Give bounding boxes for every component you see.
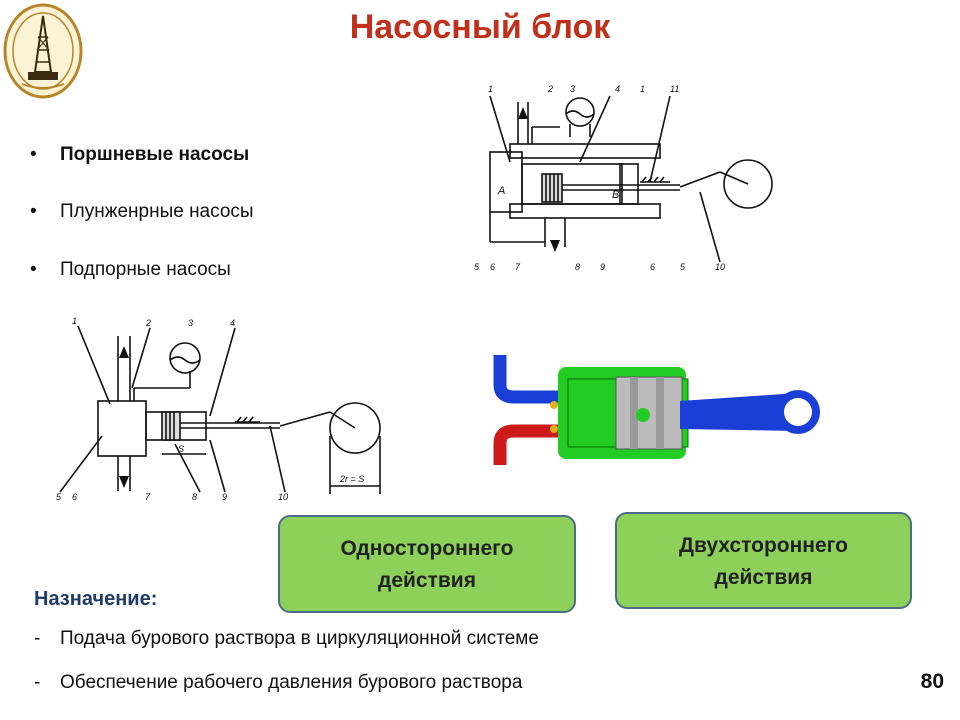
diagram-label: 5 (56, 492, 62, 502)
diagram-label: 7 (145, 492, 151, 502)
diagram-label: 1 (72, 316, 77, 326)
diagram-label: 4 (230, 318, 235, 328)
diagram-label: 3 (188, 318, 193, 328)
box-line: Одностороннего (340, 537, 514, 560)
diagram-label: 1 (640, 84, 645, 94)
diagram-label: 6 (490, 262, 495, 272)
box-line: действия (378, 569, 476, 592)
diagram-label: 4 (615, 84, 620, 94)
diagram-label: 11 (670, 84, 679, 94)
page-number: 80 (920, 670, 944, 693)
diagram-label: 10 (278, 492, 288, 502)
diagram-label: 6 (72, 492, 77, 502)
list-item: •Поршневые насосы (30, 144, 250, 165)
box-line: Двухстороннего (679, 534, 848, 557)
box-line: действия (714, 566, 813, 589)
diagram-label: A (497, 185, 505, 197)
diagram-label: 1 (488, 84, 493, 94)
diagram-label: 2r = S (339, 474, 364, 484)
diagram-label: 9 (222, 492, 227, 502)
purpose-heading: Назначение: (34, 588, 158, 610)
pump-illustration (493, 355, 820, 465)
diagram-label: 8 (192, 492, 197, 502)
list-item: •Подпорные насосы (30, 259, 231, 280)
single-acting-box: Одностороннего действия (278, 515, 576, 613)
list-item: •Плунженрные насосы (30, 201, 254, 222)
diagram-label: 2 (145, 318, 151, 328)
diagram-label: 10 (715, 262, 725, 272)
diagram-label: 7 (515, 262, 521, 272)
diagram-label: 5 (474, 262, 480, 272)
double-acting-pump-diagram: 1 2 3 4 1 11 A B 5 6 7 8 9 6 5 10 (474, 84, 773, 272)
purpose-item: -Обеспечение рабочего давления бурового … (34, 672, 523, 693)
university-logo (3, 3, 83, 99)
diagram-label: 8 (575, 262, 580, 272)
purpose-item: -Подача бурового раствора в циркуляционн… (34, 628, 539, 649)
diagram-label: 6 (650, 262, 655, 272)
diagram-label: 3 (570, 84, 575, 94)
diagram-label: S (178, 444, 184, 454)
diagram-label: 2 (547, 84, 553, 94)
diagram-label: 9 (600, 262, 605, 272)
single-acting-pump-diagram: 1 2 3 4 5 6 7 8 9 10 S 2r = S (56, 316, 381, 502)
diagram-label: B (612, 189, 619, 201)
slide-title: Насосный блок (349, 8, 611, 46)
double-acting-box: Двухстороннего действия (615, 512, 912, 609)
diagram-label: 5 (680, 262, 686, 272)
